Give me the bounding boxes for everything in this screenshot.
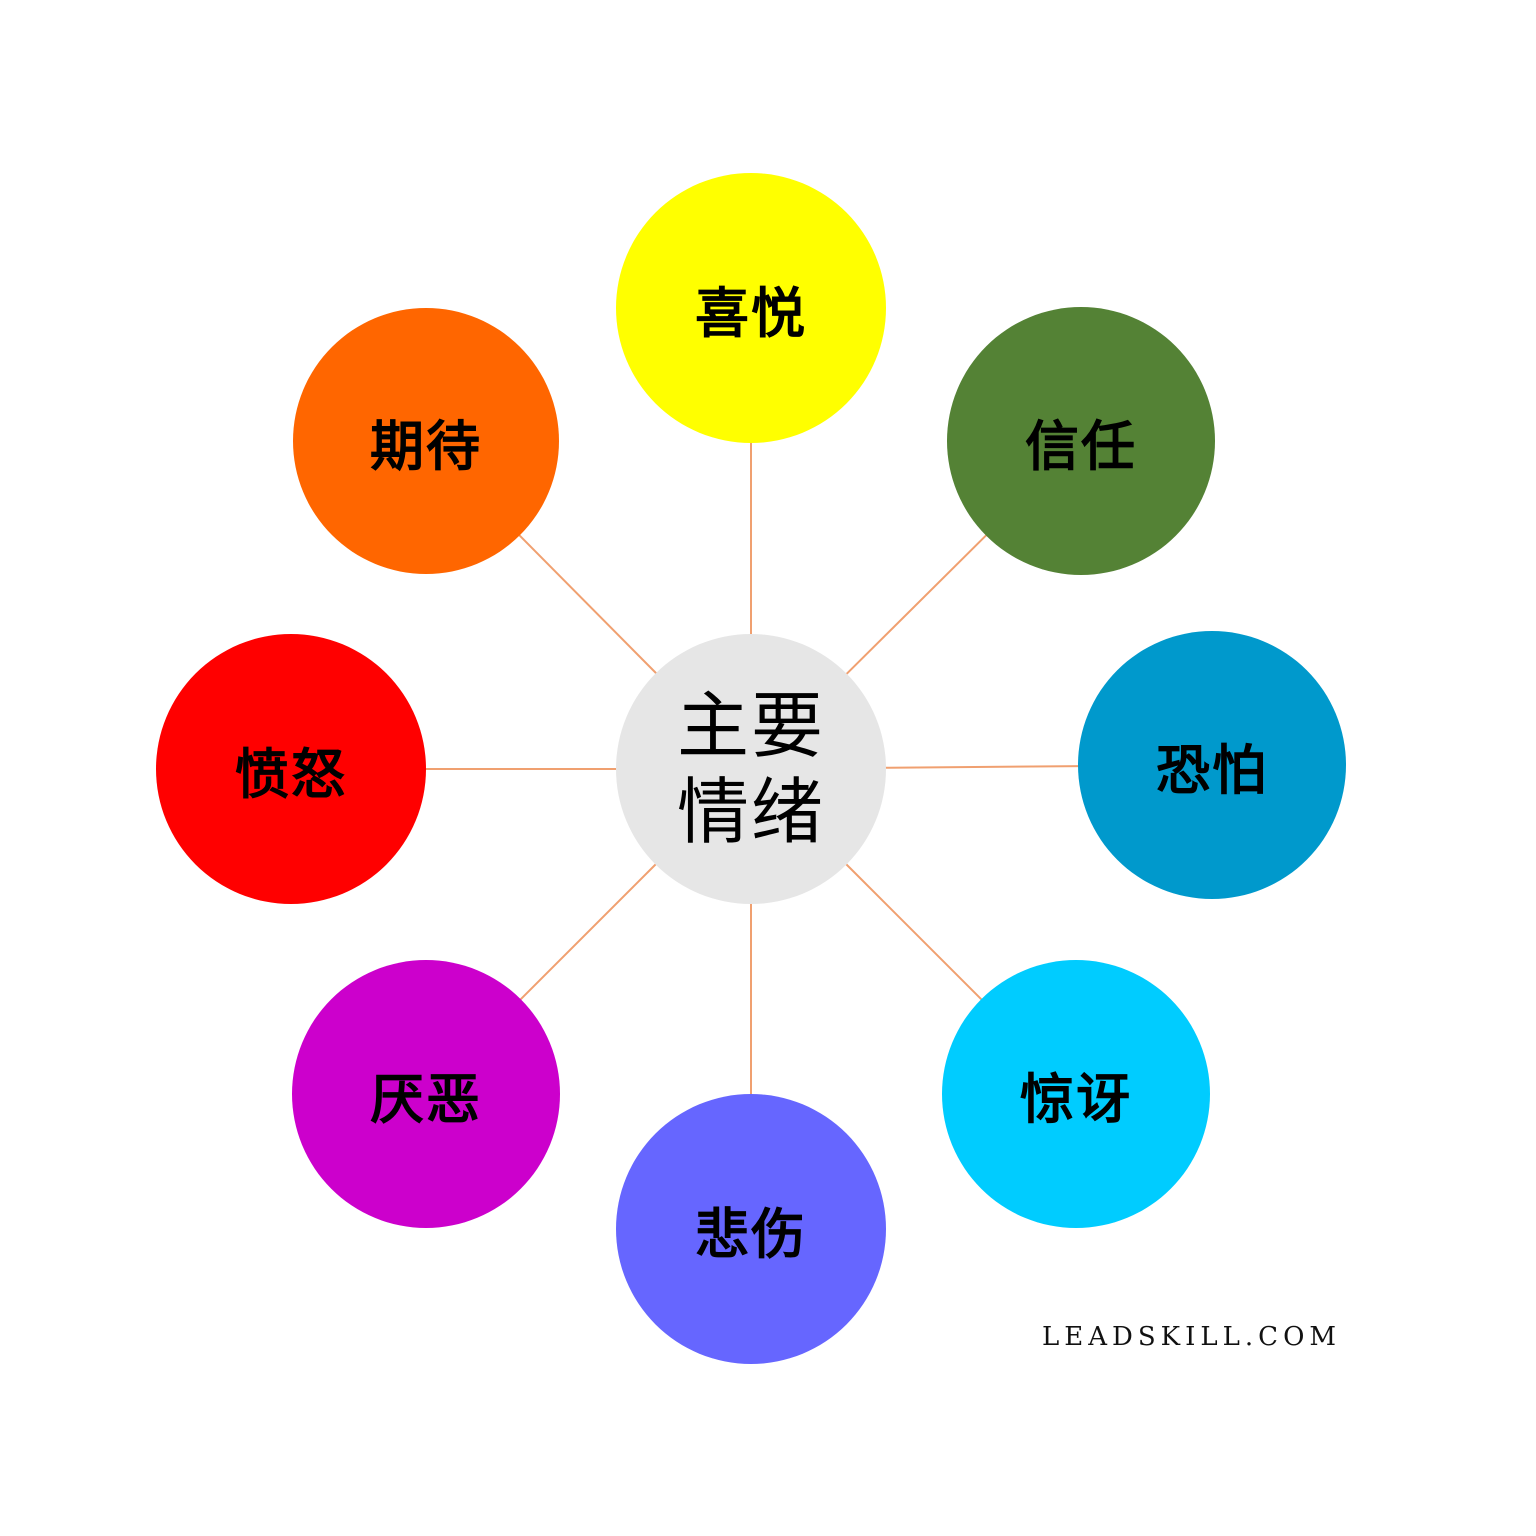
node-disgust: 厌恶 bbox=[292, 960, 560, 1228]
connector-line-trust bbox=[844, 533, 989, 676]
node-sadness: 悲伤 bbox=[616, 1094, 886, 1364]
center-label: 主要 情绪 bbox=[677, 683, 825, 855]
connector-line-fear bbox=[883, 765, 1081, 769]
node-label-fear: 恐怕 bbox=[1156, 738, 1268, 802]
node-label-trust: 信任 bbox=[1025, 414, 1137, 478]
center-node-primary-emotions: 主要 情绪 bbox=[616, 634, 886, 904]
connector-line-anticipation bbox=[517, 533, 659, 676]
node-joy: 喜悦 bbox=[616, 173, 886, 443]
node-label-anger: 愤怒 bbox=[235, 742, 347, 806]
node-fear: 恐怕 bbox=[1078, 631, 1346, 899]
node-surprise: 惊讶 bbox=[942, 960, 1210, 1228]
node-trust: 信任 bbox=[947, 307, 1215, 575]
node-label-joy: 喜悦 bbox=[695, 281, 807, 345]
node-label-anticipation: 期待 bbox=[370, 414, 482, 478]
connector-line-disgust bbox=[518, 862, 658, 1002]
node-label-disgust: 厌恶 bbox=[370, 1067, 482, 1131]
node-label-surprise: 惊讶 bbox=[1020, 1067, 1132, 1131]
node-anticipation: 期待 bbox=[293, 308, 559, 574]
node-anger: 愤怒 bbox=[156, 634, 426, 904]
center-label-line-1: 主要 bbox=[676, 684, 825, 768]
connector-line-surprise bbox=[844, 862, 984, 1002]
node-label-sadness: 悲伤 bbox=[695, 1202, 807, 1266]
watermark-text: LEADSKILL.COM bbox=[1042, 1322, 1341, 1352]
center-label-line-2: 情绪 bbox=[676, 770, 825, 854]
